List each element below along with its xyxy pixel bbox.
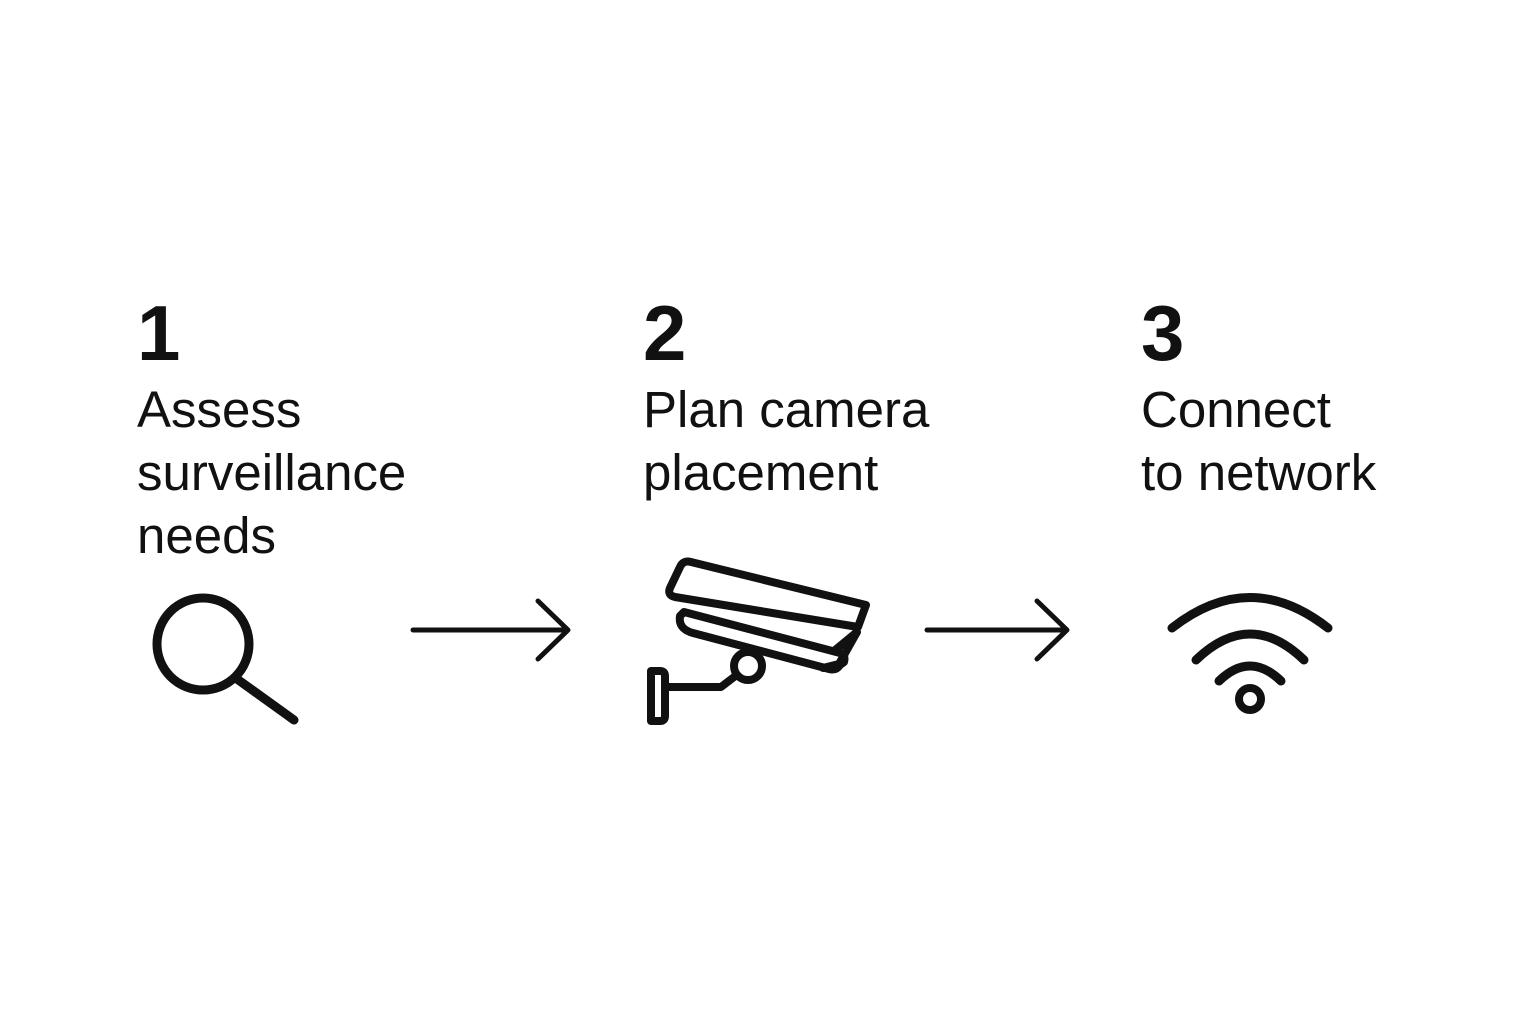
step-1: 1 Assess surveillance needs <box>137 288 467 567</box>
step-label: Assess surveillance needs <box>137 381 407 564</box>
arrow-right-icon <box>924 596 1079 669</box>
step-number: 3 <box>1141 289 1186 377</box>
step-label: Connect to network <box>1141 381 1377 501</box>
security-camera-icon <box>638 552 878 732</box>
step-3: 3 Connect to network <box>1141 288 1471 504</box>
search-icon <box>150 584 310 734</box>
step-number: 1 <box>137 289 182 377</box>
step-label: Plan camera placement <box>643 381 930 501</box>
step-number: 2 <box>643 289 688 377</box>
wifi-icon <box>1160 583 1340 723</box>
step-2: 2 Plan camera placement <box>643 288 983 504</box>
arrow-right-icon <box>410 596 575 669</box>
